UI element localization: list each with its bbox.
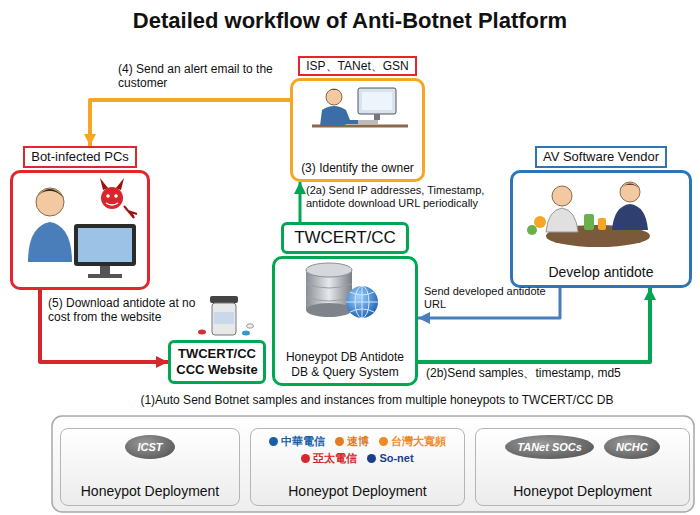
org-logo: 亞太電信 — [301, 452, 357, 465]
edge-label: (4) Send an alert email to the customer — [118, 62, 286, 91]
node-label: Develop antidote — [548, 264, 653, 281]
node-label: Honeypot Deployment — [81, 483, 220, 500]
logo-row: ICST — [125, 435, 174, 459]
node-box: ISP、TANet、GSN (3) Identify the owner — [290, 56, 425, 182]
node-box: AV Software VendorDevelop antidote — [510, 146, 692, 288]
org-logo: 速博 — [335, 435, 369, 448]
database-icon — [306, 263, 378, 318]
logo-text: So-net — [379, 452, 413, 465]
logo-mark — [367, 454, 376, 463]
node-label: Honeypot Deployment — [513, 483, 652, 500]
logo-text: 中華電信 — [281, 435, 325, 448]
connector — [299, 182, 302, 222]
isp-operator — [312, 88, 408, 126]
logo-mark — [335, 437, 344, 446]
diagram-title: Detailed workflow of Anti-Botnet Platfor… — [0, 8, 700, 34]
edge-label: (5) Download antidote at no cost from th… — [48, 296, 198, 325]
logo-text: 台灣大寬頻 — [391, 435, 446, 448]
node-box: TANet SOCs NCHC Honeypot Deployment — [475, 428, 690, 506]
edge-label: Send developed antidote URL — [424, 285, 556, 311]
node-label: Honeypot Deployment — [288, 483, 427, 500]
antidote-bottle — [198, 296, 254, 336]
logo-text: 速博 — [347, 435, 369, 448]
node-box: 中華電信 速博 台灣大寬頻亞太電信 So-netHoneypot Deployment — [250, 428, 465, 506]
logo-row: 中華電信 速博 台灣大寬頻亞太電信 So-net — [257, 435, 458, 465]
logo-mark — [269, 437, 278, 446]
node-body: Develop antidote — [510, 170, 692, 288]
node-body: Honeypot DB Antidote DB & Query System — [272, 256, 418, 386]
node-label: Honeypot DB Antidote DB & Query System — [281, 350, 409, 379]
org-logo: 中華電信 — [269, 435, 325, 448]
bot-infected-user — [28, 178, 137, 278]
connector — [418, 288, 650, 362]
av-vendor-team — [527, 182, 650, 247]
org-logo: TANet SOCs — [505, 435, 594, 459]
logo-row: TANet SOCs NCHC — [505, 435, 659, 459]
logo-mark — [379, 437, 388, 446]
node-label: (3) Identify the owner — [301, 161, 414, 175]
edge-label: (2b)Send samples、timestamp, md5 — [426, 366, 656, 380]
step-note: (1)Auto Send Botnet samples and instance… — [60, 393, 694, 407]
node-heading: AV Software Vendor — [535, 146, 667, 168]
logo-text: 亞太電信 — [313, 452, 357, 465]
node-box: TWCERT/CC Honeypot DB Antidote DB & Query… — [272, 222, 418, 386]
org-logo: ICST — [125, 435, 174, 459]
node-label: TWCERT/CC CCC Website — [175, 346, 259, 377]
node-box: TWCERT/CC CCC Website — [168, 340, 266, 384]
connector — [90, 100, 290, 146]
node-heading: Bot-infected PCs — [23, 146, 137, 168]
node-box: Bot-infected PCs — [10, 146, 150, 290]
node-heading: ISP、TANet、GSN — [298, 56, 416, 76]
node-box: ICST Honeypot Deployment — [60, 428, 240, 506]
edge-label: (2a) Send IP addresses, Timestamp, antid… — [306, 184, 506, 210]
node-body: (3) Identify the owner — [290, 78, 425, 182]
honeypot-band — [52, 416, 694, 512]
org-logo: So-net — [367, 452, 413, 465]
org-logo: 台灣大寬頻 — [379, 435, 446, 448]
node-heading: TWCERT/CC — [281, 222, 409, 254]
node-body — [10, 170, 150, 290]
logo-mark — [301, 454, 310, 463]
org-logo: NCHC — [604, 435, 660, 459]
